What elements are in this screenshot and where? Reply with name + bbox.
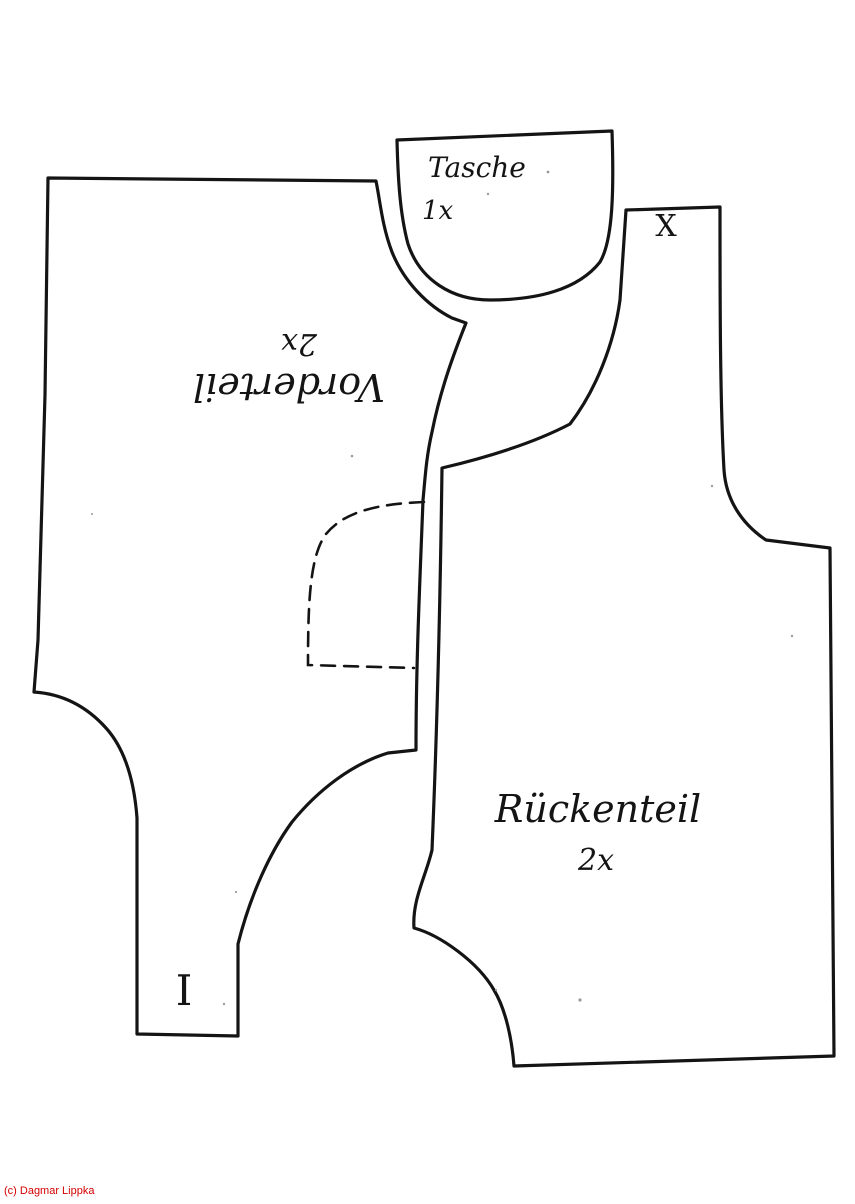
pocket-placement-line [306,500,426,670]
vorderteil-count: 2x [281,326,318,361]
tasche-name: Tasche [428,151,526,184]
vorderteil-outline [32,176,468,1038]
vorderteil-grain-mark: I [176,966,193,1015]
rueckenteil-name: Rückenteil [494,787,701,831]
tasche-count: 1x [422,196,454,226]
copyright-notice: (c) Dagmar Lippka [4,1185,95,1197]
scan-specks [91,170,794,1006]
vorderteil-name: Vorderteil [193,365,385,409]
rueckenteil-fold-mark: X [655,209,677,244]
rueckenteil-outline [412,205,836,1068]
rueckenteil-count: 2x [577,843,614,878]
tasche-outline [395,129,615,302]
